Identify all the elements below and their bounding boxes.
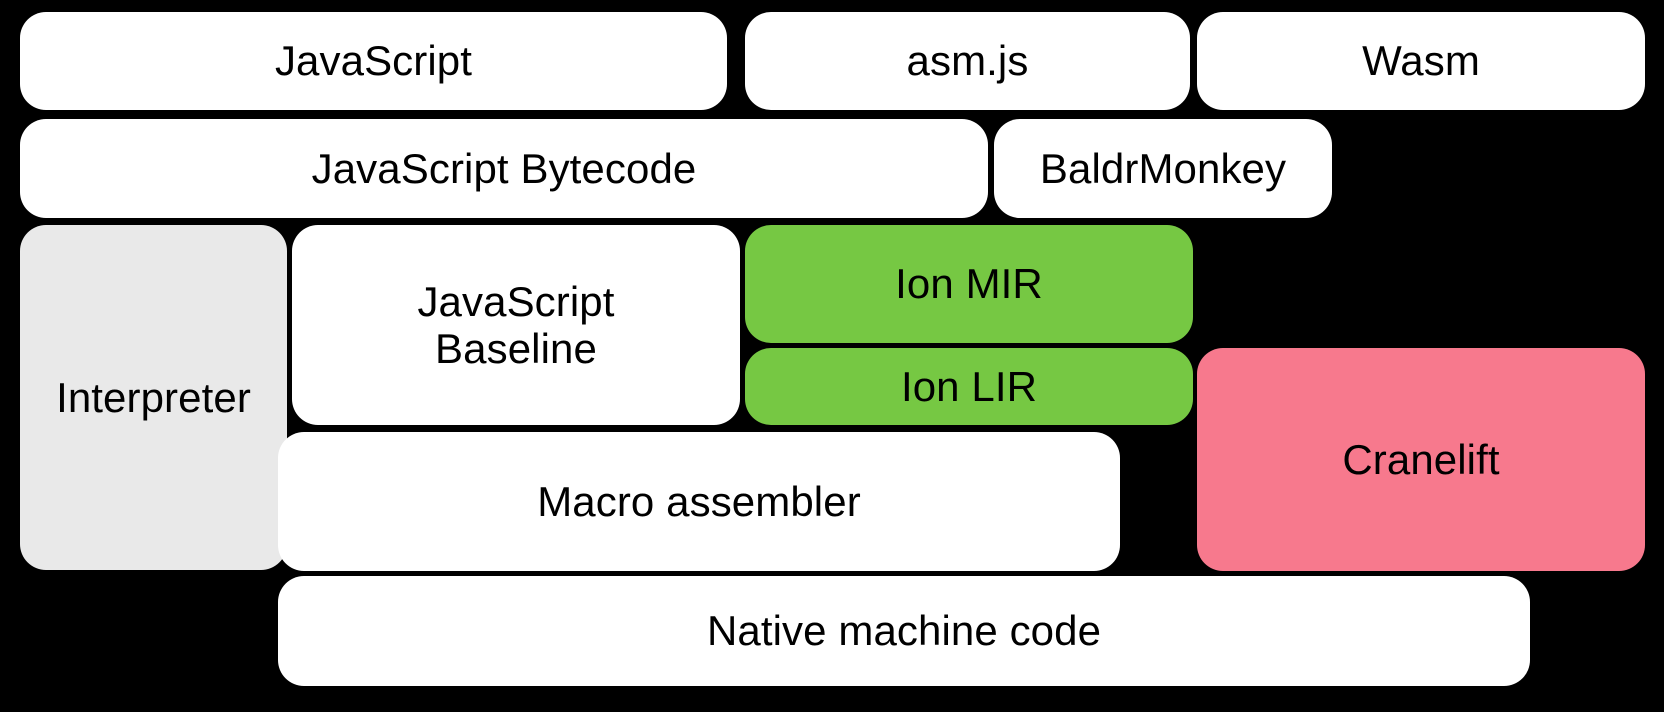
box-baldrmonkey[interactable]: BaldrMonkey: [994, 119, 1332, 218]
box-javascript-baseline[interactable]: JavaScript Baseline: [292, 225, 740, 425]
box-cranelift[interactable]: Cranelift: [1197, 348, 1645, 571]
box-javascript-bytecode[interactable]: JavaScript Bytecode: [20, 119, 988, 218]
box-interpreter[interactable]: Interpreter: [20, 225, 287, 570]
box-macro-assembler[interactable]: Macro assembler: [278, 432, 1120, 571]
box-ion-mir[interactable]: Ion MIR: [745, 225, 1193, 343]
box-ion-lir[interactable]: Ion LIR: [745, 348, 1193, 425]
box-wasm[interactable]: Wasm: [1197, 12, 1645, 110]
box-javascript[interactable]: JavaScript: [20, 12, 727, 110]
box-native-machine-code[interactable]: Native machine code: [278, 576, 1530, 686]
box-asm-js[interactable]: asm.js: [745, 12, 1190, 110]
